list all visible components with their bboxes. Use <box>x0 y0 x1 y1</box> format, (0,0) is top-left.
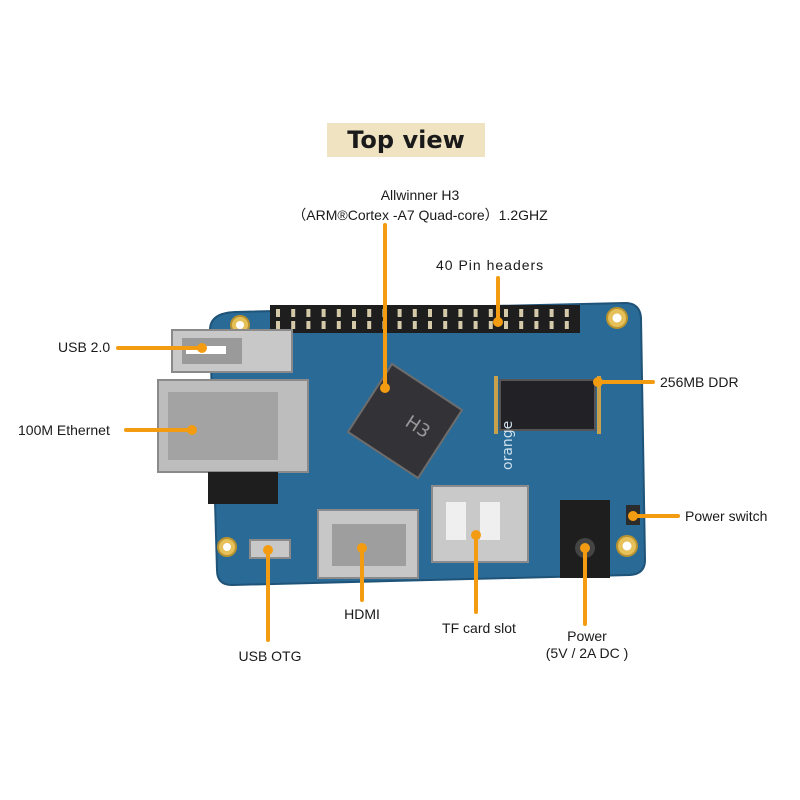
header-pin <box>412 321 417 329</box>
board-brand: orange <box>500 421 516 470</box>
header-pin <box>534 309 539 317</box>
ethernet-port <box>157 379 309 504</box>
hdmi-port <box>317 509 419 579</box>
label-usb-otg: USB OTG <box>238 648 302 664</box>
header-pin <box>336 309 341 317</box>
header-pin <box>367 321 372 329</box>
header-pin <box>352 321 356 329</box>
header-pin <box>428 321 432 329</box>
ddr-chip <box>494 376 601 434</box>
header-pin <box>428 309 432 317</box>
pin-header <box>270 305 580 333</box>
label-power-line1: Power <box>567 628 607 644</box>
header-pin <box>443 321 448 329</box>
label-pin-headers: 40 Pin headers <box>436 257 545 273</box>
header-pin <box>534 321 539 329</box>
header-pin <box>504 321 508 329</box>
label-power-switch: Power switch <box>685 508 768 524</box>
label-ethernet: 100M Ethernet <box>18 422 110 438</box>
page-title: Top view <box>327 123 485 157</box>
label-tf-card: TF card slot <box>442 620 516 636</box>
header-pin <box>397 309 402 317</box>
header-pin <box>397 321 402 329</box>
label-hdmi: HDMI <box>344 606 380 622</box>
header-pin <box>291 309 296 317</box>
tf-card-slot <box>431 485 529 563</box>
header-pin <box>321 321 326 329</box>
header-pin <box>276 309 280 317</box>
header-pin <box>367 309 372 317</box>
header-pin <box>276 321 280 329</box>
header-pin <box>488 309 493 317</box>
header-pin <box>519 309 524 317</box>
header-pin <box>519 321 524 329</box>
header-pin <box>458 309 463 317</box>
header-pin <box>564 321 569 329</box>
header-pin <box>336 321 341 329</box>
label-usb2: USB 2.0 <box>58 339 111 355</box>
header-pin <box>412 309 417 317</box>
header-pin <box>549 321 554 329</box>
label-soc-line2: （ARM®Cortex -A7 Quad-core）1.2GHZ <box>292 207 548 223</box>
header-pin <box>306 321 311 329</box>
header-pin <box>443 309 448 317</box>
header-pin <box>473 309 478 317</box>
header-pin <box>549 309 554 317</box>
header-pin <box>504 309 508 317</box>
header-pin <box>473 321 478 329</box>
header-pin <box>352 309 356 317</box>
soc-chip: H3 <box>346 362 464 480</box>
label-soc-line1: Allwinner H3 <box>380 187 460 203</box>
header-pin <box>488 321 493 329</box>
header-pin <box>306 309 311 317</box>
header-pin <box>564 309 569 317</box>
header-pin <box>291 321 296 329</box>
usb2-port <box>171 329 293 373</box>
header-pin <box>458 321 463 329</box>
callout-lines <box>116 223 680 642</box>
label-ddr: 256MB DDR <box>660 374 739 390</box>
header-pin <box>321 309 326 317</box>
label-power-line2: (5V / 2A DC ) <box>545 645 629 661</box>
